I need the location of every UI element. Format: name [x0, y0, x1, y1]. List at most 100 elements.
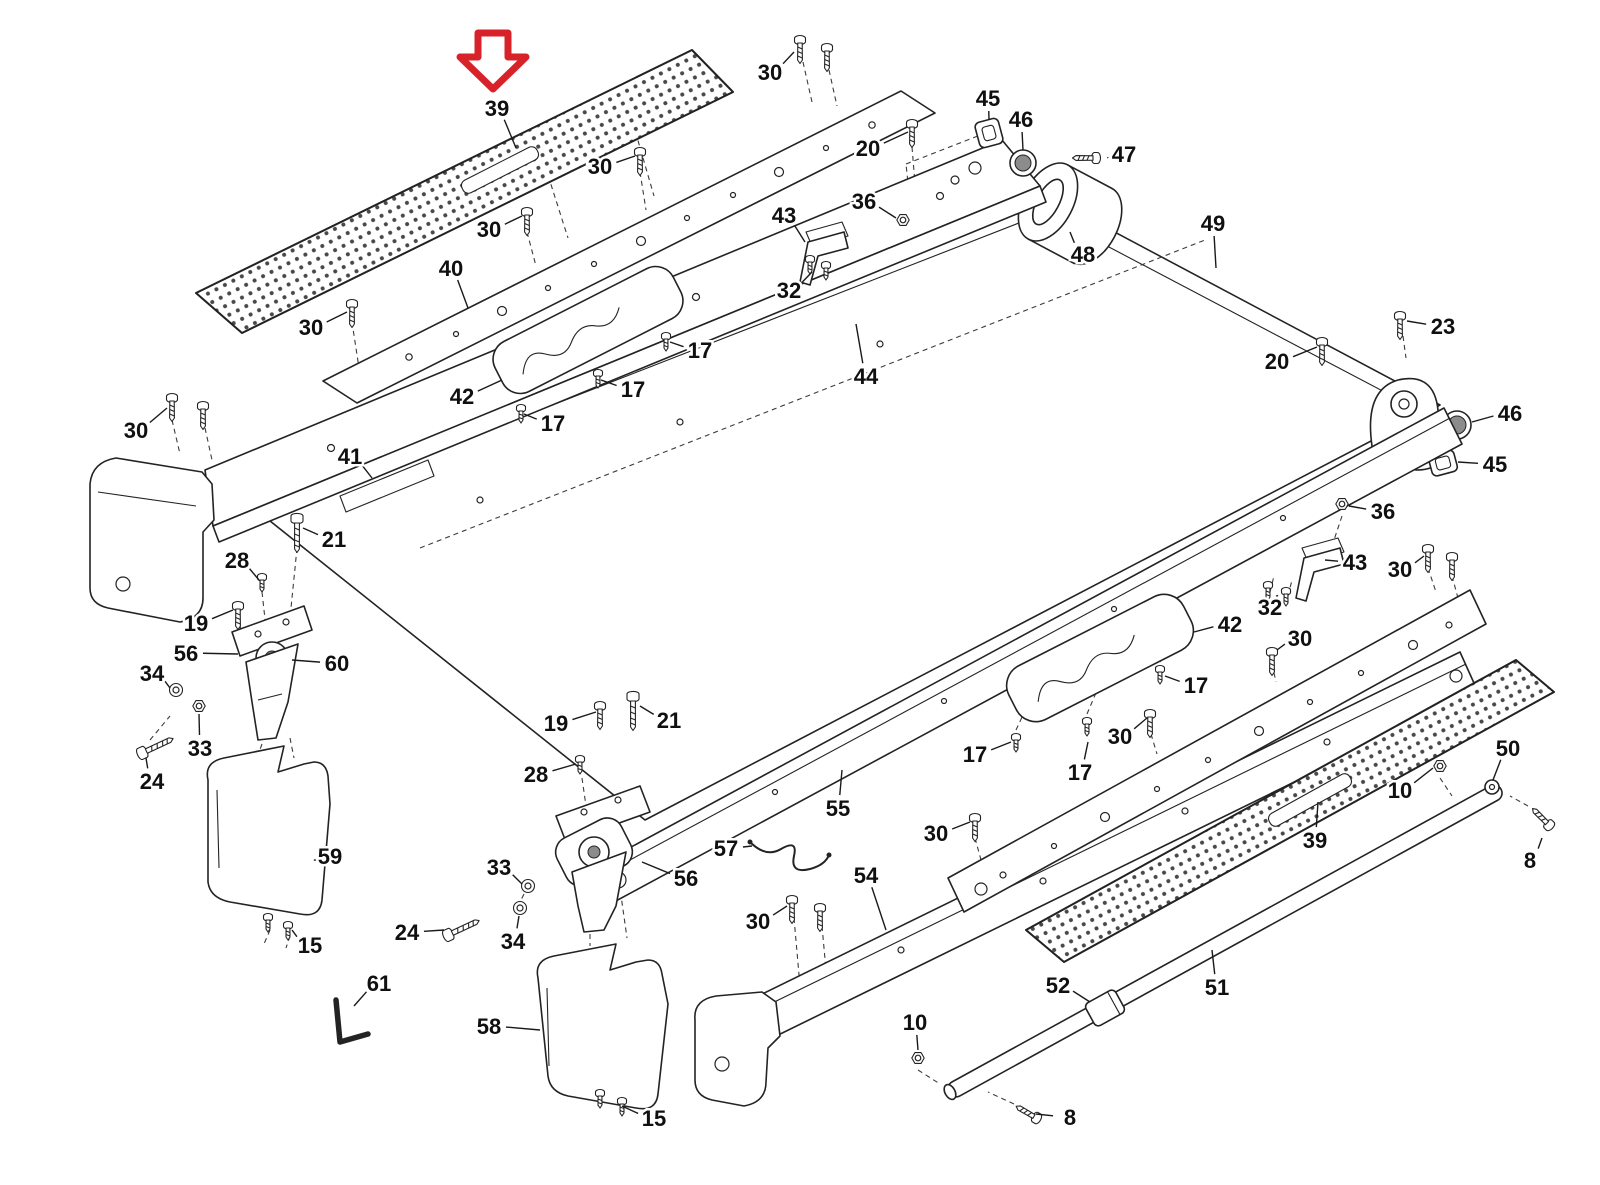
screw-icon — [968, 812, 982, 843]
annotation-arrow-shape — [456, 29, 530, 93]
leader-line — [1324, 559, 1339, 562]
part-number-label: 55 — [826, 796, 850, 821]
part-number-label: 46 — [1498, 401, 1522, 426]
leader-line — [353, 991, 368, 1007]
part-number-label: 8 — [1524, 848, 1536, 873]
mount-rail-bottom — [947, 589, 1487, 913]
leader-line — [1537, 837, 1543, 849]
annotation-arrow — [456, 29, 530, 93]
bolt-icon — [134, 732, 177, 762]
part-number-label: 24 — [395, 920, 420, 945]
leader-line — [145, 757, 149, 769]
callouts-layer: 3930454647203036434849304032232030174442… — [121, 51, 1543, 1133]
nut-icon — [192, 699, 206, 713]
leader-line — [249, 568, 260, 581]
screw-icon — [1265, 646, 1279, 677]
part-number-label: 61 — [367, 971, 391, 996]
collar-52 — [1084, 989, 1126, 1027]
part-number-label: 30 — [1288, 626, 1312, 651]
screw-icon — [813, 902, 827, 933]
leader-line — [1276, 643, 1286, 651]
screw-icon — [1071, 151, 1102, 165]
part-number-label: 32 — [1258, 595, 1282, 620]
part-number-label: 47 — [1112, 142, 1136, 167]
leader-line — [1211, 949, 1216, 975]
part-number-label: 8 — [1064, 1105, 1076, 1130]
part-number-label: 30 — [1108, 724, 1132, 749]
leader-line — [1213, 235, 1217, 269]
part-number-label: 28 — [225, 548, 249, 573]
nut-icon — [911, 1051, 925, 1065]
nut-icon — [1335, 498, 1349, 510]
screw-icon — [1012, 1100, 1044, 1126]
screw-icon — [1143, 708, 1157, 739]
leader-line — [793, 224, 806, 243]
part-number-label: 39 — [485, 96, 509, 121]
leader-line — [202, 652, 239, 655]
leader-line — [616, 155, 636, 164]
leader-line — [503, 119, 517, 149]
leader-line — [839, 769, 843, 796]
bar-end-cap — [943, 1083, 957, 1101]
screw-icon — [345, 298, 359, 329]
leader-line — [1292, 346, 1318, 358]
part-number-label: 30 — [588, 154, 612, 179]
stabilizer-bar-51 — [943, 779, 1503, 1101]
part-number-label: 30 — [758, 60, 782, 85]
leader-line — [361, 464, 373, 479]
leader-line — [801, 271, 813, 283]
part-number-label: 32 — [777, 278, 801, 303]
foot-rail-39-bottom — [1025, 659, 1555, 963]
decal-41 — [339, 459, 435, 513]
part-number-label: 28 — [524, 762, 548, 787]
leader-line — [878, 206, 897, 219]
leader-line — [1035, 1113, 1054, 1117]
leader-line — [639, 705, 655, 715]
leader-line — [1457, 461, 1479, 464]
part-number-label: 15 — [642, 1106, 666, 1131]
part-number-label: 36 — [852, 189, 876, 214]
screw-icon — [1445, 551, 1459, 582]
leader-line — [1133, 717, 1148, 730]
wheel-cover-58 — [536, 943, 669, 1110]
leader-line — [423, 929, 445, 932]
nut-icon — [1433, 759, 1447, 773]
foot-rail-39-top — [195, 49, 734, 334]
side-rail-40 — [322, 90, 936, 404]
wire-57 — [747, 839, 832, 872]
part-number-label: 52 — [1046, 973, 1070, 998]
screw-icon — [820, 42, 834, 73]
wheel-46-top — [1009, 149, 1037, 177]
leader-line — [477, 379, 503, 392]
leader-line — [1413, 767, 1434, 784]
part-number-label: 20 — [1265, 349, 1289, 374]
part-number-label: 57 — [714, 836, 738, 861]
part-number-label: 46 — [1009, 107, 1033, 132]
leader-line — [1348, 505, 1367, 510]
leader-line — [782, 51, 795, 65]
endcap-45-top — [974, 117, 1004, 149]
screw-icon — [282, 920, 294, 941]
bracket-43-right — [1295, 537, 1345, 602]
part-number-label: 20 — [856, 136, 880, 161]
part-number-label: 30 — [124, 418, 148, 443]
bolt-icon — [440, 914, 483, 944]
wheel-cover-59 — [206, 745, 331, 916]
part-number-label: 33 — [487, 855, 511, 880]
handle-42-bottom — [1005, 593, 1195, 723]
screw-icon — [196, 400, 210, 431]
part-number-label: 24 — [140, 769, 165, 794]
screw-icon — [1010, 732, 1022, 753]
leader-line — [516, 915, 520, 929]
part-number-label: 30 — [1388, 557, 1412, 582]
part-number-label: 30 — [299, 315, 323, 340]
leader-line — [669, 341, 684, 348]
part-number-label: 51 — [1205, 975, 1229, 1000]
nut-icon — [896, 214, 910, 226]
leader-line — [1406, 320, 1427, 325]
leader-line — [871, 886, 887, 931]
part-number-label: 30 — [924, 821, 948, 846]
front-leg-left — [231, 605, 313, 741]
part-number-label: 56 — [174, 641, 198, 666]
screw-icon — [1393, 310, 1407, 341]
